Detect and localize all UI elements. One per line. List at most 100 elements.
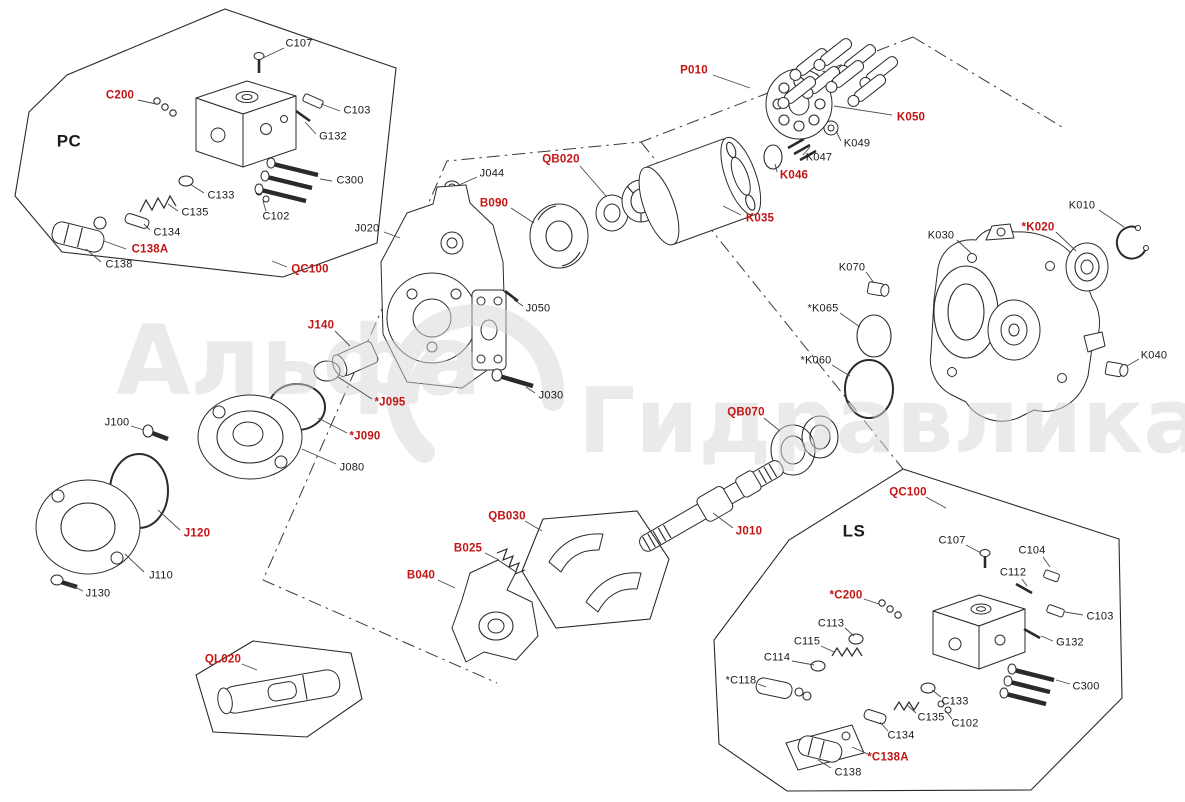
pc-piston-c134 bbox=[124, 213, 150, 229]
leader-line-c138a-10 bbox=[103, 240, 127, 250]
leader-line-c300-6 bbox=[319, 178, 333, 182]
pc-bolts-c300 bbox=[254, 157, 319, 204]
ls-orings-c200 bbox=[878, 599, 902, 619]
leader-line-c135-60 bbox=[906, 704, 917, 714]
ls-bolts-c300 bbox=[999, 663, 1055, 707]
leader-line-c103-52 bbox=[1064, 611, 1084, 616]
leader-line-k035-32 bbox=[722, 205, 742, 216]
leader-line-p010-25 bbox=[712, 74, 751, 89]
leader-line-j140-16 bbox=[334, 330, 351, 347]
leader-line-j100-19 bbox=[130, 425, 145, 431]
leader-line-j110-23 bbox=[124, 553, 145, 573]
leader-line-c103-3 bbox=[320, 103, 341, 112]
leader-line-k050-26 bbox=[833, 105, 893, 116]
plug-k040 bbox=[1104, 361, 1129, 378]
leader-line-j020-14 bbox=[383, 231, 401, 239]
plug-k070 bbox=[866, 281, 890, 297]
leader-line-c107-48 bbox=[965, 544, 982, 554]
watermark-logo-swoosh bbox=[386, 304, 565, 463]
leader-line-k060-38 bbox=[831, 364, 851, 377]
leader-line-b025-43 bbox=[484, 552, 500, 561]
leader-line-k046-29 bbox=[774, 163, 778, 173]
bearing-qb070 bbox=[770, 415, 839, 476]
pins-k047 bbox=[787, 137, 817, 162]
watermark-logo-swoosh-inner bbox=[406, 340, 452, 404]
ls-cartridge-c138 bbox=[785, 724, 865, 771]
swashplate-group bbox=[195, 510, 670, 738]
leader-line-qb020-30 bbox=[579, 165, 607, 197]
leader-line-j120-22 bbox=[157, 509, 181, 531]
rear-cover-k030 bbox=[929, 223, 1106, 422]
pc-pin-g132 bbox=[295, 109, 311, 123]
leader-line-c135-7 bbox=[167, 203, 179, 212]
leader-line-ql020-45 bbox=[241, 663, 258, 671]
ls-cartridge-c118 bbox=[755, 677, 812, 701]
leader-line-j050-15 bbox=[513, 299, 524, 307]
pivot-ball-k049 bbox=[823, 120, 839, 136]
pistons-p010 bbox=[777, 38, 899, 109]
ls-spring-c115 bbox=[831, 646, 863, 658]
leader-line-c200-1 bbox=[137, 99, 157, 105]
leader-line-j030-21 bbox=[525, 386, 536, 394]
leader-line-c115-54 bbox=[820, 645, 835, 653]
pc-orings-c200 bbox=[153, 97, 177, 117]
leader-line-c107-0 bbox=[262, 47, 285, 59]
leader-line-c134-8 bbox=[143, 223, 151, 231]
leader-line-c133-58 bbox=[931, 689, 942, 698]
servo-piston-ql020 bbox=[217, 669, 341, 715]
ls-plug-c104 bbox=[1043, 569, 1060, 583]
leader-line-c104-49 bbox=[1042, 556, 1051, 568]
leader-line-c112-50 bbox=[1021, 578, 1028, 587]
leader-line-j010-41 bbox=[712, 512, 734, 529]
bolt-j130 bbox=[50, 574, 78, 590]
pc-kit-outline bbox=[14, 8, 397, 278]
oring-j095 bbox=[313, 360, 341, 382]
swash-plate-b040 bbox=[451, 559, 539, 663]
leader-line-qb030-42 bbox=[524, 520, 543, 532]
watermark: Альфа Гидравлика bbox=[116, 304, 1185, 474]
leader-line-c138-64 bbox=[817, 759, 832, 769]
leader-line-g132-55 bbox=[1040, 635, 1054, 642]
cylinder-block-k035 bbox=[638, 136, 762, 246]
pc-valve-assembly bbox=[51, 52, 324, 253]
flange-j080 bbox=[197, 394, 303, 480]
leader-line-c102-9 bbox=[262, 200, 267, 212]
leader-line-qb070-40 bbox=[763, 417, 781, 432]
leader-line-k047-28 bbox=[802, 146, 811, 156]
watermark-word-2: Гидравлика bbox=[578, 369, 1185, 474]
ls-bolt-c107 bbox=[979, 549, 991, 568]
leader-line-c113-53 bbox=[844, 627, 855, 637]
washer-k046 bbox=[763, 144, 783, 170]
snap-ring-k010 bbox=[1115, 225, 1149, 260]
leader-line-j044-13 bbox=[458, 176, 478, 186]
leader-line-k040-39 bbox=[1126, 358, 1140, 367]
leader-line-qc100-46 bbox=[925, 496, 947, 509]
leader-line-g132-4 bbox=[304, 121, 317, 135]
leader-line-c133-5 bbox=[189, 183, 205, 194]
leader-line-j130-24 bbox=[68, 583, 84, 592]
ls-washer-c133 bbox=[920, 682, 936, 694]
leader-line-c138-11 bbox=[85, 248, 102, 263]
drive-shaft-j010 bbox=[639, 460, 784, 552]
ls-spring-c135 bbox=[893, 700, 920, 712]
bolt-j030 bbox=[491, 368, 534, 389]
pc-bolt-c107 bbox=[253, 52, 265, 73]
leader-line-k030-33 bbox=[956, 239, 972, 254]
ls-plug-c103 bbox=[1046, 604, 1065, 618]
ls-valve-body bbox=[932, 594, 1026, 670]
ls-valve-assembly bbox=[755, 549, 1065, 771]
leader-line-k070-36 bbox=[865, 271, 875, 284]
pc-washer-c133 bbox=[178, 175, 194, 187]
ls-pin-g132 bbox=[1023, 627, 1041, 640]
leader-line-c118-57 bbox=[757, 683, 767, 688]
leader-line-j080-20 bbox=[301, 448, 337, 465]
leader-line-c114-56 bbox=[791, 660, 815, 666]
pc-plug-c103 bbox=[302, 93, 324, 109]
leader-lines bbox=[68, 47, 1140, 769]
leader-line-k020-34 bbox=[1055, 231, 1077, 252]
pc-spring-c135 bbox=[139, 194, 177, 213]
leader-line-b090-31 bbox=[510, 207, 535, 224]
rotating-group bbox=[529, 38, 1149, 422]
leader-line-k065-37 bbox=[839, 312, 861, 328]
